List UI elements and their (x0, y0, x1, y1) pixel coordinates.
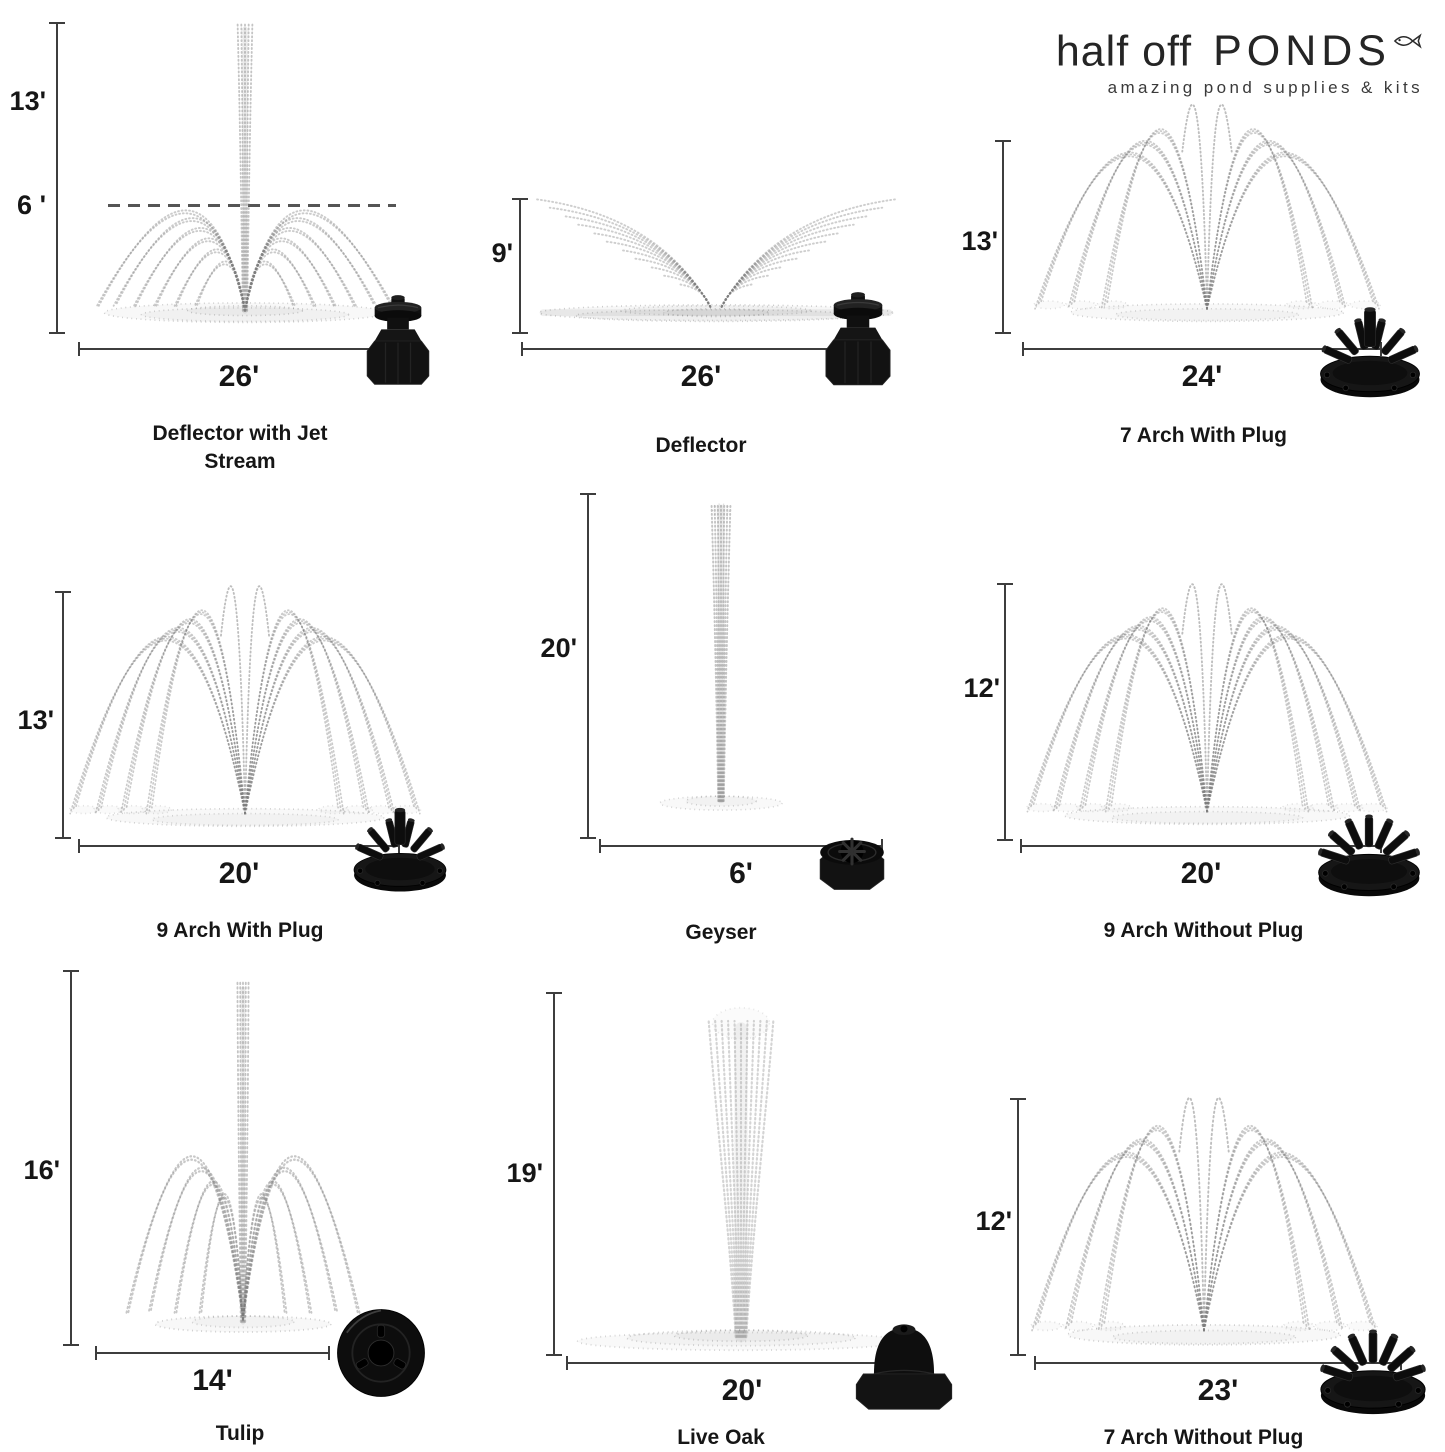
height-label: 13' (9, 86, 46, 116)
fountain-spray-illustration (576, 1006, 906, 1352)
height-measure-line (995, 140, 1011, 334)
width-label: 23' (1197, 1374, 1239, 1407)
panel-deflector-jet-stream: 13' 6 ' 26' Deflector with Jet Stream (0, 0, 481, 483)
height-measure-line (55, 591, 71, 839)
fountain-name: 7 Arch Without Plug (1103, 1426, 1304, 1449)
fish-icon (1393, 12, 1423, 49)
panel-live-oak: 19' 20' Live Oak (481, 950, 962, 1452)
nozzle-photo (337, 1309, 425, 1397)
height-label: 12' (975, 1206, 1012, 1236)
width-label: 20' (218, 857, 260, 890)
fountain-name: Geyser (685, 921, 757, 944)
fountain-spray-illustration (1025, 583, 1389, 826)
brand-tagline: amazing pond supplies & kits (1107, 78, 1423, 98)
height-measure-line (1010, 1098, 1026, 1356)
nozzle-photo (1320, 1329, 1426, 1415)
panel-tulip: 16' 14' Tulip (0, 950, 481, 1452)
height-label-secondary: 6 ' (17, 190, 46, 220)
dashed-height-line (108, 204, 396, 207)
width-measure-line (599, 839, 883, 853)
brand-logo: half off PONDS amazing pond supplies & k… (1056, 12, 1423, 98)
width-label: 20' (721, 1374, 763, 1407)
panel-7-arch-without-plug: 12' 23' 7 Arch Without Plug (962, 950, 1445, 1452)
fountain-name: Live Oak (677, 1426, 765, 1449)
fountain-name: 9 Arch With Plug (156, 919, 324, 942)
height-measure-line (512, 198, 528, 334)
width-label: 26' (218, 360, 260, 393)
height-label: 16' (23, 1155, 60, 1185)
height-measure-line (49, 22, 65, 334)
fountain-spray-illustration (68, 585, 422, 828)
height-label: 12' (963, 673, 1000, 703)
nozzle-photo (819, 837, 885, 890)
brand-title-strong: PONDS (1213, 27, 1391, 76)
fountain-spray-illustration (125, 980, 361, 1333)
panel-9-arch-with-plug: 13' 20' 9 Arch With Plug (0, 483, 481, 950)
nozzle-photo (1320, 307, 1420, 398)
nozzle-photo (1318, 814, 1420, 897)
width-measure-line (78, 839, 400, 853)
height-label: 13' (17, 705, 54, 735)
fountain-name: 7 Arch With Plug (1119, 424, 1288, 447)
panel-7-arch-with-plug: 13' 24' 7 Arch With Plug (962, 0, 1445, 483)
width-label: 14' (192, 1364, 233, 1397)
panel-deflector: 9' 26' Deflector (481, 0, 962, 483)
nozzle-photo (855, 1324, 953, 1410)
height-label: 19' (506, 1158, 543, 1188)
height-measure-line (580, 493, 596, 839)
width-label: 24' (1181, 360, 1223, 393)
fountain-spray-illustration (659, 503, 783, 811)
height-label: 20' (540, 633, 577, 663)
fountain-name: Deflector with Jet Stream (152, 422, 328, 474)
height-measure-line (63, 970, 79, 1346)
height-measure-line (546, 992, 562, 1356)
height-label: 9' (491, 238, 513, 268)
nozzle-photo (366, 295, 430, 385)
width-label: 20' (1180, 857, 1222, 890)
fountain-name: 9 Arch Without Plug (1103, 919, 1304, 942)
fountain-spray-illustration (1030, 1097, 1378, 1346)
fountain-spray-illustration (1033, 103, 1381, 323)
nozzle-photo (825, 292, 891, 386)
height-measure-line (997, 583, 1013, 841)
panel-geyser: 20' 6' Geyser (481, 483, 962, 950)
nozzle-photo (353, 807, 447, 892)
panel-9-arch-without-plug: 12' 20' 9 Arch Without Plug (962, 483, 1445, 950)
width-label: 26' (680, 360, 722, 393)
brand-title: half off PONDS (1056, 12, 1423, 76)
width-label: 6' (729, 857, 753, 890)
fountain-name: Tulip (215, 1422, 265, 1445)
width-measure-line (1022, 342, 1382, 356)
width-measure-line (95, 1346, 330, 1360)
fountain-name: Deflector (655, 434, 747, 457)
height-label: 13' (961, 226, 998, 256)
fountain-spray-illustration (534, 198, 898, 323)
brand-title-light: half off (1055, 27, 1193, 76)
